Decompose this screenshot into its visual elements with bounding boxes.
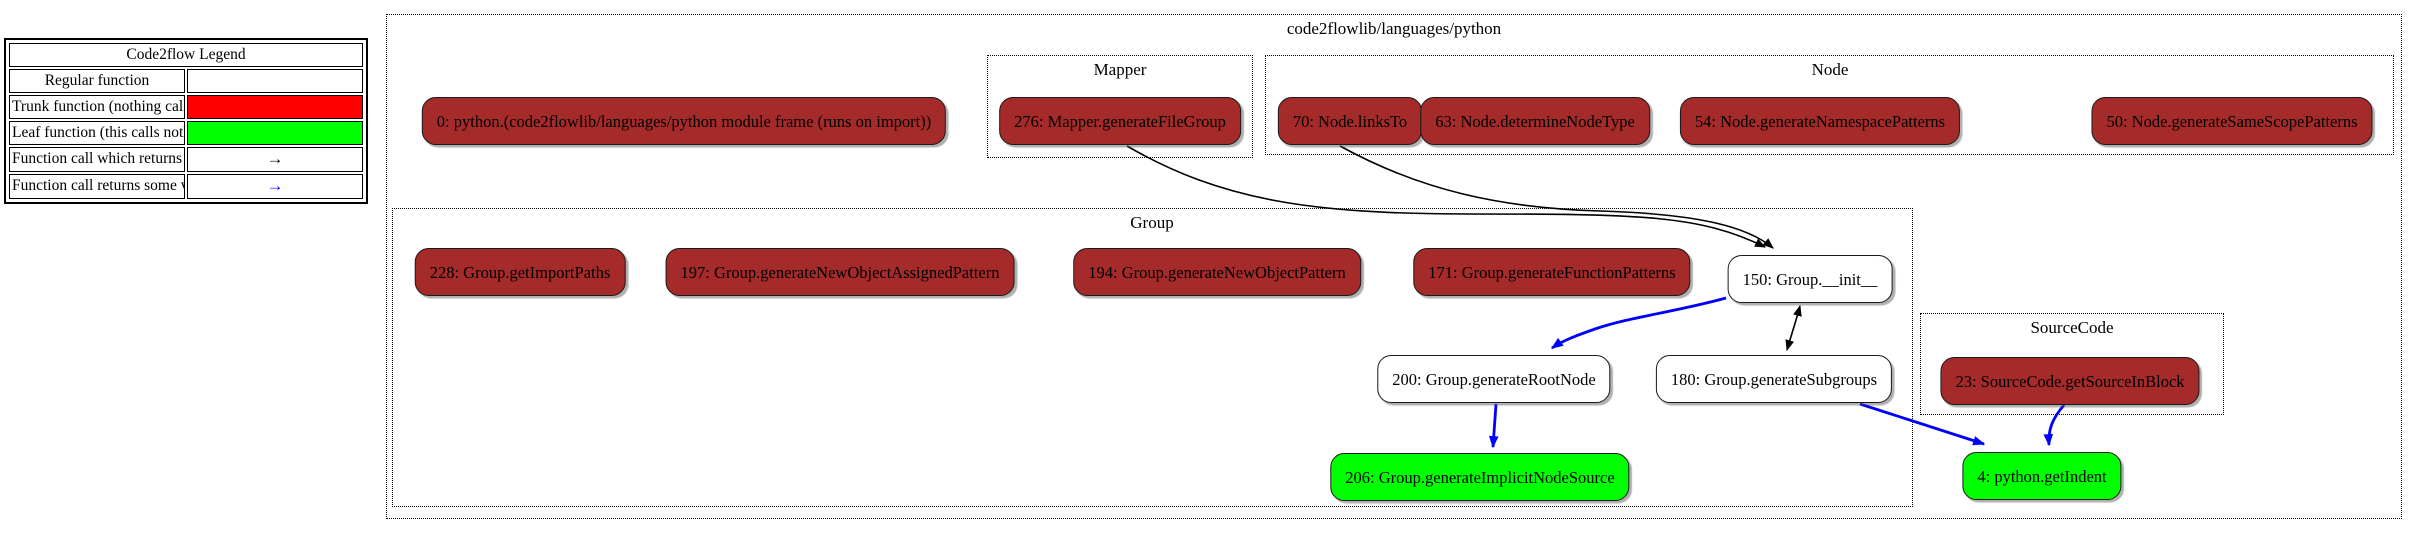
node-node-determineNodeType: 63: Node.determineNodeType bbox=[1420, 97, 1650, 145]
legend-title: Code2flow Legend bbox=[9, 43, 363, 67]
cluster-group-label: Group bbox=[1130, 213, 1174, 232]
node-group-generateNewObjectAssignedPattern: 197: Group.generateNewObjectAssignedPatt… bbox=[665, 248, 1015, 296]
legend-label: Trunk function (nothing calls this) bbox=[9, 94, 185, 119]
node-node-generateSameScopePatterns: 50: Node.generateSameScopePatterns bbox=[2091, 97, 2373, 145]
legend-row: Function call which returns no value → bbox=[9, 146, 363, 172]
legend-table: Code2flow Legend Regular function Trunk … bbox=[4, 38, 368, 204]
node-node-generateNamespacePatterns: 54: Node.generateNamespacePatterns bbox=[1679, 97, 1961, 145]
cluster-node-label: Node bbox=[1811, 60, 1849, 79]
node-group-generateImplicitNodeSource: 206: Group.generateImplicitNodeSource bbox=[1330, 453, 1630, 501]
legend-row: Trunk function (nothing calls this) bbox=[9, 94, 363, 119]
node-group-generateSubgroups: 180: Group.generateSubgroups bbox=[1655, 355, 1893, 403]
node-group-init: 150: Group.__init__ bbox=[1727, 255, 1893, 303]
node-group-getImportPaths: 228: Group.getImportPaths bbox=[414, 248, 626, 296]
cluster-sourcecode bbox=[1920, 313, 2224, 415]
legend-row: Function call returns some value → bbox=[9, 173, 363, 199]
legend-label: Leaf function (this calls nothing else) bbox=[9, 120, 185, 145]
cluster-node bbox=[1265, 55, 2394, 155]
blue-arrow-icon: → bbox=[187, 173, 363, 199]
cluster-sourcecode-label: SourceCode bbox=[2030, 318, 2114, 337]
legend-swatch-regular bbox=[187, 68, 363, 93]
node-sourcecode-getSourceInBlock: 23: SourceCode.getSourceInBlock bbox=[1940, 357, 2200, 405]
cluster-python bbox=[386, 14, 2402, 519]
legend-label: Function call returns some value bbox=[9, 173, 185, 199]
cluster-mapper bbox=[987, 55, 1253, 158]
legend-label: Function call which returns no value bbox=[9, 146, 185, 172]
node-group-generateFunctionPatterns: 171: Group.generateFunctionPatterns bbox=[1413, 248, 1691, 296]
black-arrow-icon: → bbox=[187, 146, 363, 172]
legend-row: Regular function bbox=[9, 68, 363, 93]
node-group-generateNewObjectPattern: 194: Group.generateNewObjectPattern bbox=[1073, 248, 1361, 296]
node-mapper-generateFileGroup: 276: Mapper.generateFileGroup bbox=[999, 97, 1241, 145]
legend-row: Leaf function (this calls nothing else) bbox=[9, 120, 363, 145]
node-python-getIndent: 4: python.getIndent bbox=[1962, 452, 2122, 500]
node-group-generateRootNode: 200: Group.generateRootNode bbox=[1377, 355, 1611, 403]
cluster-python-label: code2flowlib/languages/python bbox=[1286, 19, 1502, 38]
node-node-linksTo: 70: Node.linksTo bbox=[1277, 97, 1423, 145]
legend-title-row: Code2flow Legend bbox=[9, 43, 363, 67]
cluster-mapper-label: Mapper bbox=[1093, 60, 1147, 79]
legend-swatch-trunk bbox=[187, 94, 363, 119]
node-python-module-frame: 0: python.(code2flowlib/languages/python… bbox=[421, 97, 947, 145]
legend-label: Regular function bbox=[9, 68, 185, 93]
legend-swatch-leaf bbox=[187, 120, 363, 145]
